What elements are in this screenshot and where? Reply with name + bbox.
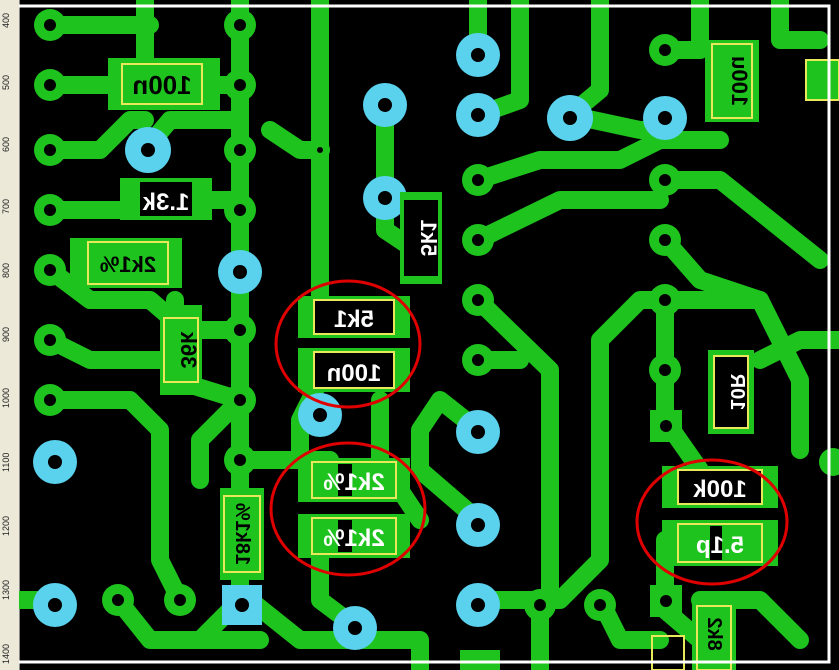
component-label: 2k1% [323, 469, 384, 496]
ruler-tick: 1400 [1, 643, 11, 664]
resistor-5k1-vertical[interactable]: 5k1 [400, 192, 442, 284]
component-label: 8k2 [703, 617, 725, 650]
component-label: 5k1 [416, 220, 441, 257]
component-label: 36k [176, 331, 201, 368]
component-label: 5.1p [696, 532, 744, 559]
partial-component-right [805, 59, 839, 101]
ruler-tick: 700 [1, 198, 11, 214]
component-label: 18k1% [231, 503, 253, 565]
partial-pad-bottom [460, 650, 500, 670]
ruler-tick: 1000 [1, 387, 11, 408]
capacitor-100n-circled[interactable]: 100n [298, 348, 410, 392]
highlight-circle-100k-5-1p [635, 458, 789, 586]
vertical-ruler: 400 500 600 700 800 900 1000 1100 1200 1… [0, 0, 20, 670]
highlight-circle-5k1-100n [274, 279, 422, 409]
ruler-tick: 900 [1, 326, 11, 342]
ruler-tick: 500 [1, 74, 11, 90]
ruler-tick: 400 [1, 12, 11, 28]
resistor-10r[interactable]: 10R [708, 350, 754, 434]
component-label: 2k1% [323, 525, 384, 552]
resistor-18k1pct[interactable]: 18k1% [220, 488, 264, 580]
resistor-8k2[interactable]: 8k2 [692, 600, 736, 670]
ruler-tick: 1100 [1, 452, 11, 472]
component-label: 100u [727, 56, 752, 106]
capacitor-100u[interactable]: 100u [705, 40, 759, 122]
resistor-100k[interactable]: 100k [662, 466, 778, 508]
ruler-tick: 800 [1, 262, 11, 278]
vias [33, 33, 687, 650]
resistor-2k1pct-left[interactable]: 2k1% [70, 238, 182, 288]
component-label: 1.3k [142, 189, 189, 216]
pad-holes [44, 19, 672, 611]
component-label: 5k1 [334, 306, 374, 333]
ruler-tick: 600 [1, 136, 11, 152]
highlight-circle-2k1pct-pair [269, 441, 427, 577]
resistor-1-3k[interactable]: 1.3k [120, 178, 212, 220]
resistor-5k1-circled[interactable]: 5k1 [298, 296, 410, 338]
board-outline [19, 4, 831, 664]
smd-components: 100n 1.3k 2k1% 36k 5k1 10 [70, 40, 839, 670]
pcb-layout-view[interactable]: 100n 1.3k 2k1% 36k 5k1 10 [19, 0, 839, 670]
partial-component-bottom [651, 635, 685, 670]
resistor-36k[interactable]: 36k [160, 305, 202, 395]
component-label: 2k1% [100, 252, 156, 277]
ruler-tick: 1300 [1, 579, 11, 600]
highlight-annotations [269, 279, 789, 586]
component-label: 100n [327, 360, 382, 387]
component-label: 100n [132, 70, 191, 100]
component-label: 10R [726, 373, 748, 410]
capacitor-100n-top[interactable]: 100n [108, 58, 220, 110]
resistor-2k1pct-b[interactable]: 2k1% [298, 514, 410, 558]
component-label: 100k [693, 476, 747, 503]
capacitor-5-1p[interactable]: 5.1p [662, 520, 778, 566]
ruler-tick: 1200 [1, 515, 11, 536]
resistor-2k1pct-a[interactable]: 2k1% [298, 458, 410, 502]
